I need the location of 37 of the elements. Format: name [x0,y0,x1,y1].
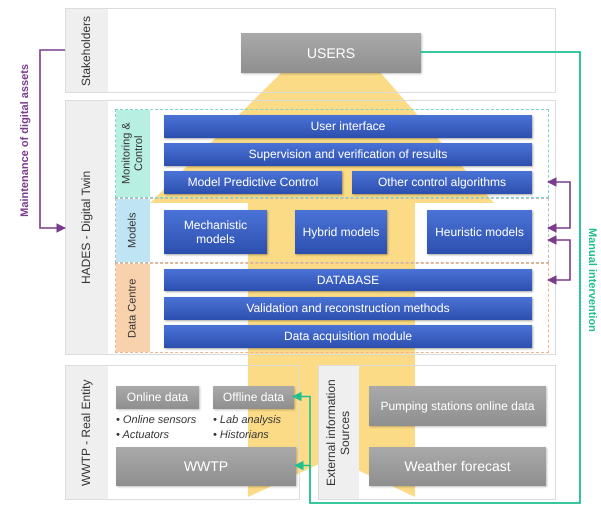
edge-label: Manual intervention [586,226,598,334]
layer-title: HADES - Digital Twin [66,101,108,354]
layer-panel [318,365,556,500]
module-bar: Data acquisition module [164,325,532,348]
process-box: Online data [116,386,199,409]
connector-arrow [547,177,571,233]
section-title: Data Centre [116,264,150,352]
module-section [115,263,549,353]
process-box: Pumping stations online data [369,386,546,426]
layer-title: WWTP - Real Entity [66,366,108,499]
section-title: Models [116,199,150,262]
process-box: WWTP [116,447,296,486]
module-section [115,109,549,198]
module-section [115,198,549,263]
module-bar: Other control algorithms [352,171,532,194]
section-title: Monitoring & Control [116,110,150,197]
process-box: Weather forecast [369,447,546,486]
module-bar: Hybrid models [295,210,387,254]
module-bar: Validation and reconstruction methods [164,297,532,320]
connector-arrow [39,49,66,233]
module-bar: User interface [164,115,532,138]
layer-panel [65,100,556,355]
module-bar: Supervision and verification of results [164,143,532,166]
edge-label: Maintenance of digital assets [19,62,31,218]
layer-title: External information Sources [319,366,359,499]
module-bar: Heuristic models [427,210,532,254]
layer-panel [65,365,300,500]
module-bar: DATABASE [164,269,532,291]
layer-title: Stakeholders [66,9,108,92]
module-bar: Model Predictive Control [164,171,342,194]
module-bar: Mechanistic models [164,210,267,254]
layer-panel [65,8,556,93]
bullet-item: • Online sensors [116,413,196,428]
connector-arrow [547,235,571,285]
process-box: USERS [241,33,421,73]
process-box: Offline data [213,386,294,409]
bullet-item: • Actuators [116,428,169,443]
